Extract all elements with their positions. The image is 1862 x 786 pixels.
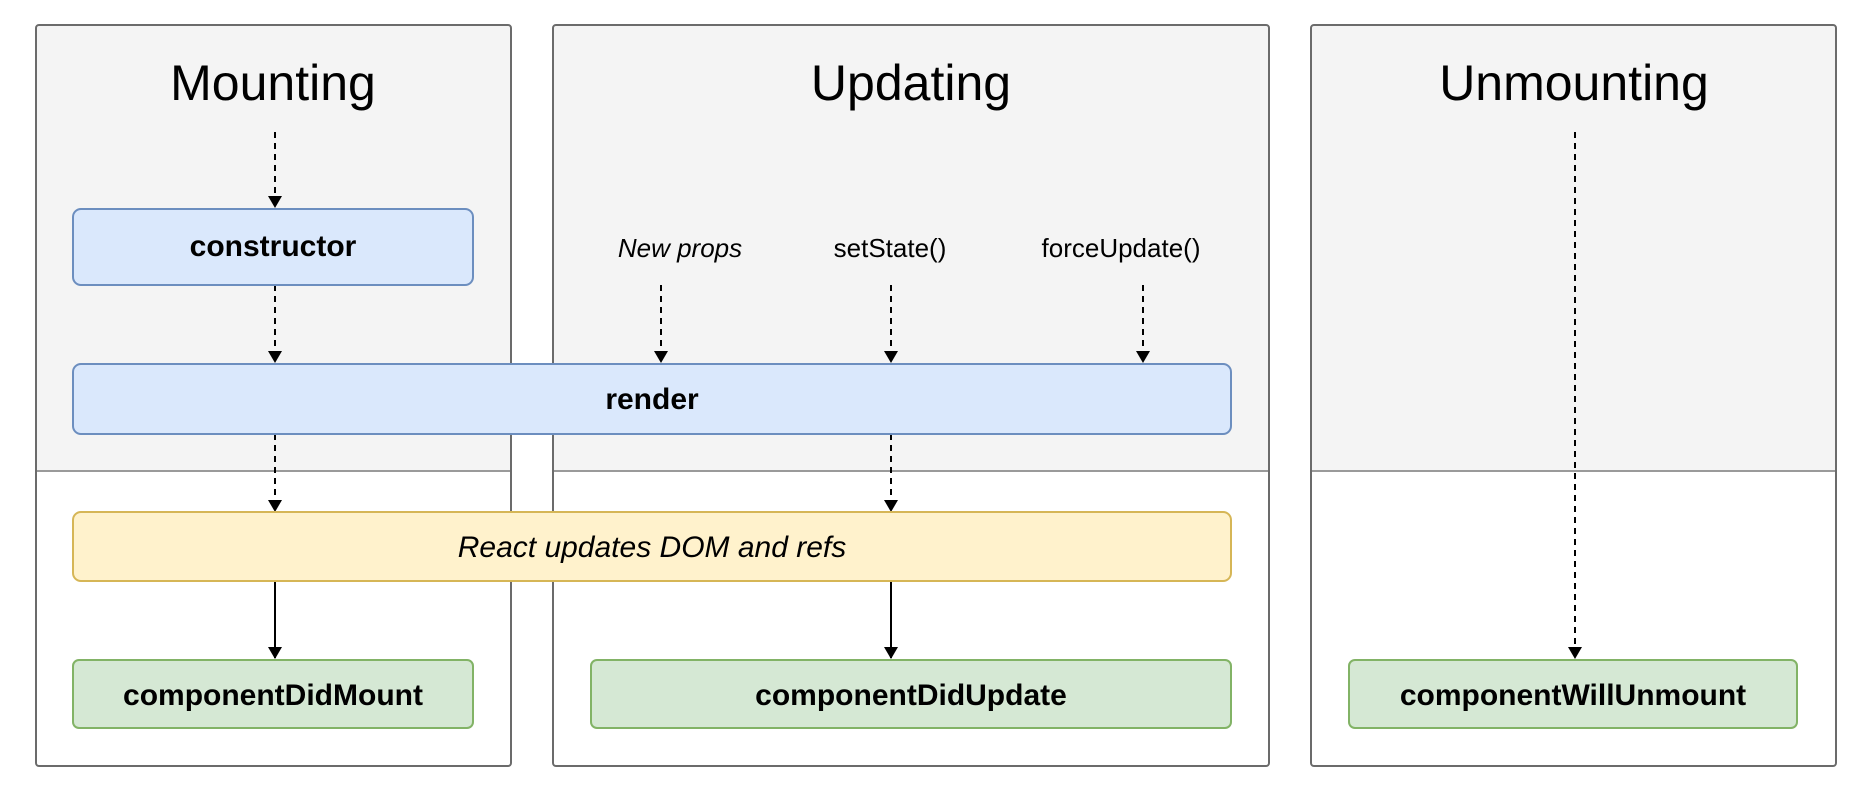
mounting-title: Mounting (170, 55, 376, 111)
component-did-update-box: componentDidUpdate (590, 659, 1232, 729)
component-did-update-label: componentDidUpdate (755, 679, 1067, 712)
component-will-unmount-box: componentWillUnmount (1348, 659, 1798, 729)
trigger-set-state: setState() (834, 233, 947, 263)
component-did-mount-box: componentDidMount (72, 659, 474, 729)
unmounting-panel: Unmounting (1310, 24, 1837, 767)
component-did-mount-label: componentDidMount (123, 679, 423, 712)
render-label: render (605, 383, 699, 416)
react-updates-label: React updates DOM and refs (458, 531, 847, 564)
trigger-force-update: forceUpdate() (1042, 233, 1201, 263)
trigger-new-props: New props (618, 233, 742, 263)
render-box: render (72, 363, 1232, 435)
constructor-box: constructor (72, 208, 474, 286)
react-updates-box: React updates DOM and refs (72, 511, 1232, 582)
component-will-unmount-label: componentWillUnmount (1400, 679, 1746, 712)
constructor-label: constructor (190, 230, 357, 263)
unmounting-title: Unmounting (1439, 55, 1709, 111)
updating-title: Updating (811, 55, 1011, 111)
